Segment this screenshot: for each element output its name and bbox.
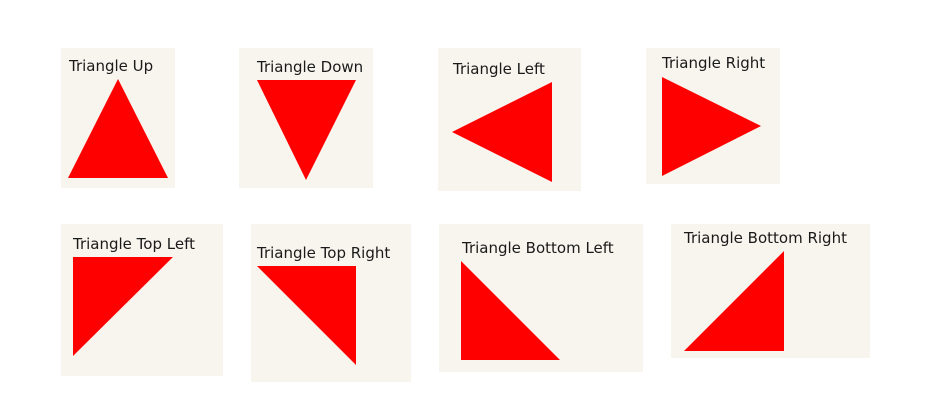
triangle-right-card: Triangle Right bbox=[646, 48, 780, 184]
triangle-bottom-right-label: Triangle Bottom Right bbox=[684, 229, 847, 247]
triangle-top-left-card: Triangle Top Left bbox=[61, 224, 223, 376]
triangle-down-card: Triangle Down bbox=[239, 48, 373, 188]
triangle-left-shape bbox=[452, 82, 552, 182]
triangle-bottom-right-card: Triangle Bottom Right bbox=[671, 224, 870, 358]
triangle-right-shape bbox=[662, 77, 761, 176]
triangle-top-right-label: Triangle Top Right bbox=[257, 244, 391, 262]
triangle-right-shape-canvas bbox=[662, 77, 761, 176]
triangle-top-left-shape-canvas bbox=[73, 257, 173, 356]
triangle-top-right-card: Triangle Top Right bbox=[251, 224, 411, 382]
triangle-top-left-shape bbox=[73, 257, 173, 356]
triangle-bottom-right-shape-canvas bbox=[684, 251, 784, 351]
triangle-top-right-shape bbox=[257, 266, 356, 365]
triangle-up-shape bbox=[68, 79, 168, 178]
triangle-bottom-left-shape-canvas bbox=[461, 261, 560, 360]
triangle-bottom-left-shape bbox=[461, 261, 560, 360]
triangle-down-label: Triangle Down bbox=[257, 58, 364, 76]
triangle-top-left-label: Triangle Top Left bbox=[73, 235, 195, 253]
triangle-bottom-left-label: Triangle Bottom Left bbox=[462, 239, 614, 257]
triangle-down-shape bbox=[257, 80, 356, 180]
triangle-left-label: Triangle Left bbox=[453, 60, 545, 78]
triangle-up-label: Triangle Up bbox=[69, 57, 154, 75]
triangle-right-label: Triangle Right bbox=[662, 54, 766, 72]
triangle-bottom-right-shape bbox=[684, 251, 784, 351]
triangle-left-card: Triangle Left bbox=[438, 48, 581, 191]
triangle-left-shape-canvas bbox=[452, 82, 552, 182]
triangle-up-card: Triangle Up bbox=[61, 48, 175, 188]
triangle-top-right-shape-canvas bbox=[257, 266, 356, 365]
triangle-up-shape-canvas bbox=[68, 79, 168, 178]
triangle-down-shape-canvas bbox=[257, 80, 356, 180]
triangle-bottom-left-card: Triangle Bottom Left bbox=[439, 224, 643, 372]
